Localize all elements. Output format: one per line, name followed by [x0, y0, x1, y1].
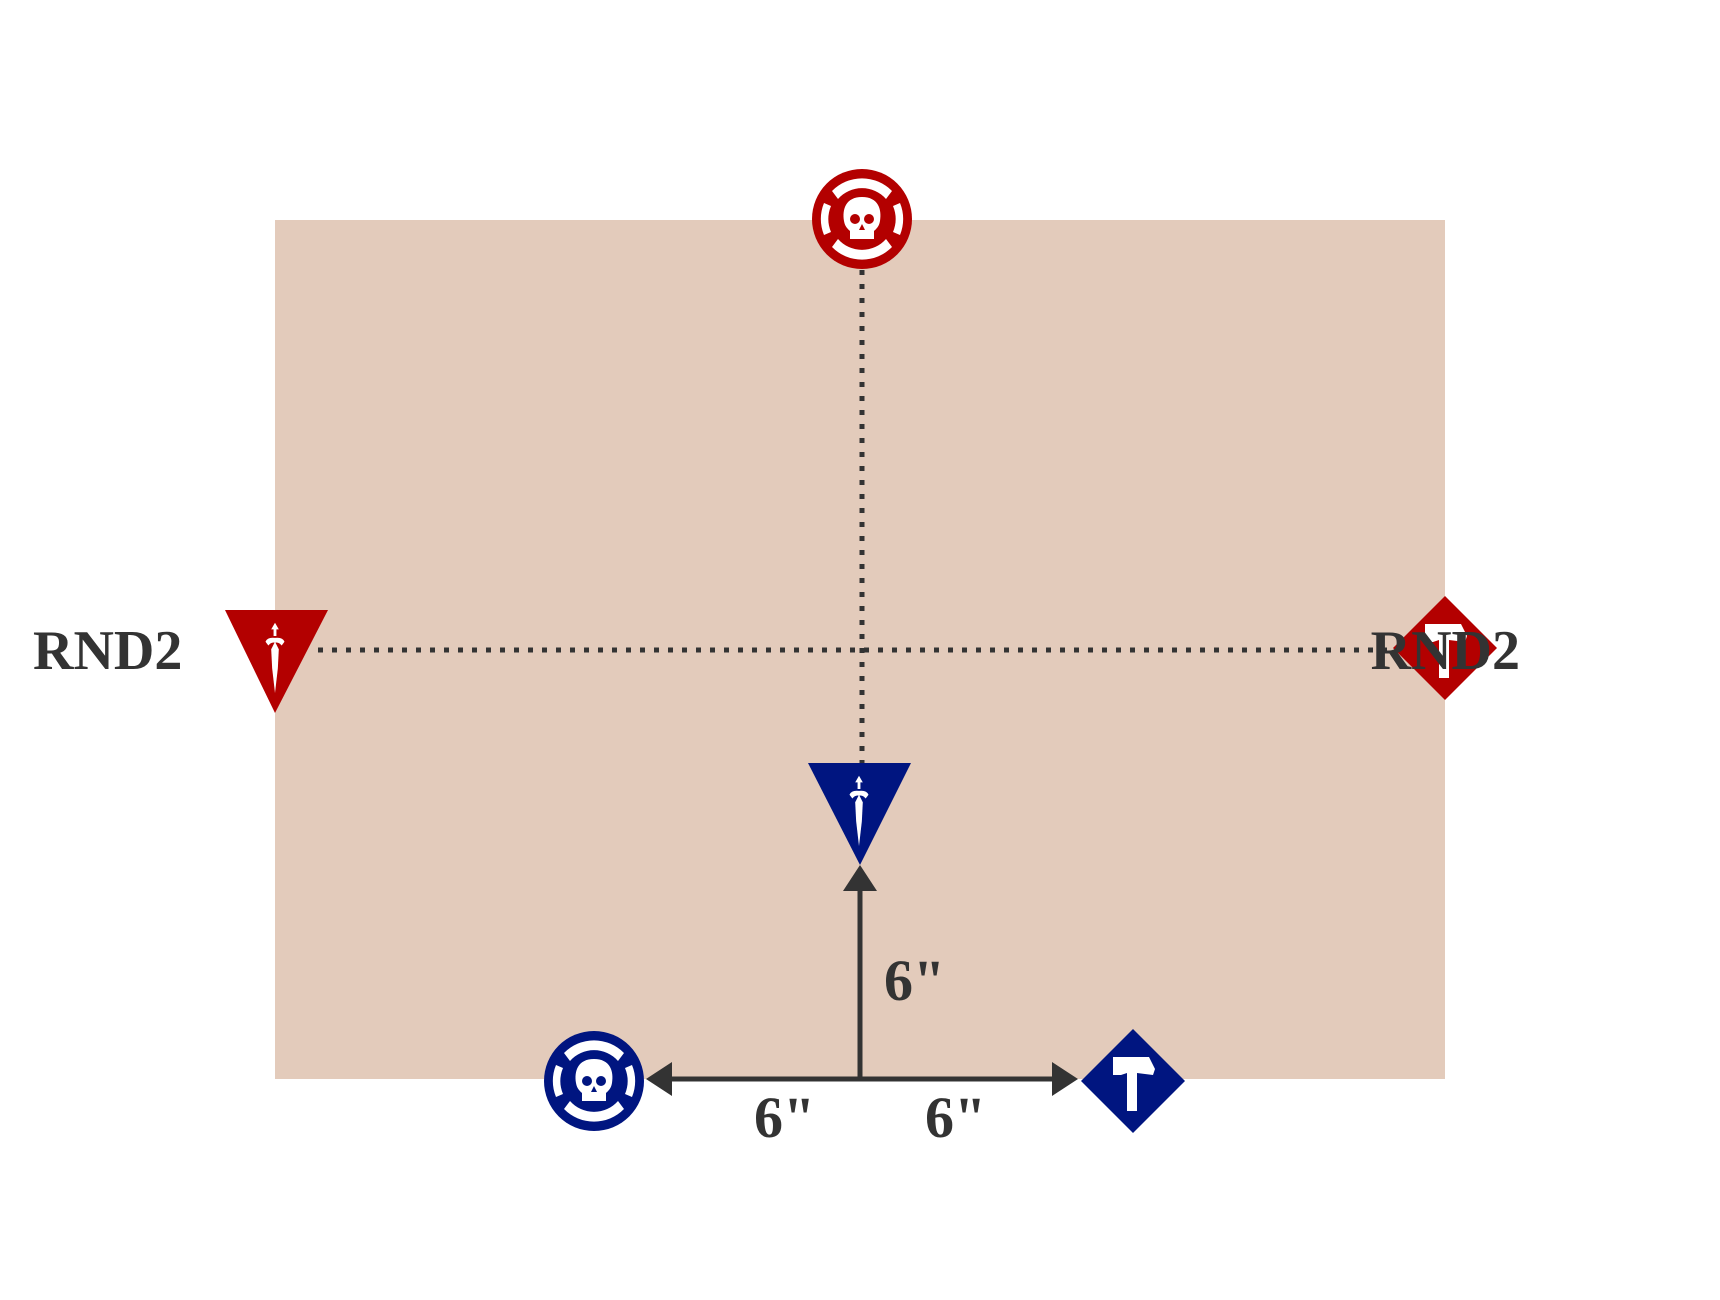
- blue-hammer-marker: [1081, 1029, 1185, 1133]
- right-distance-label: 6": [925, 1085, 986, 1150]
- left-distance-label: 6": [754, 1085, 815, 1150]
- right-round-label: RND2: [1371, 620, 1520, 682]
- arrow-head-up: [843, 865, 877, 891]
- arrow-head-right: [1052, 1062, 1078, 1096]
- left-round-label: RND2: [33, 620, 182, 682]
- red-hammer-marker: [1393, 596, 1497, 700]
- arrow-head-left: [646, 1062, 672, 1096]
- blue-skull-marker: [544, 1031, 644, 1131]
- blue-dagger-marker: [808, 763, 911, 865]
- red-skull-marker: [812, 169, 912, 269]
- red-dagger-marker: [225, 610, 328, 713]
- vertical-distance-label: 6": [884, 948, 945, 1013]
